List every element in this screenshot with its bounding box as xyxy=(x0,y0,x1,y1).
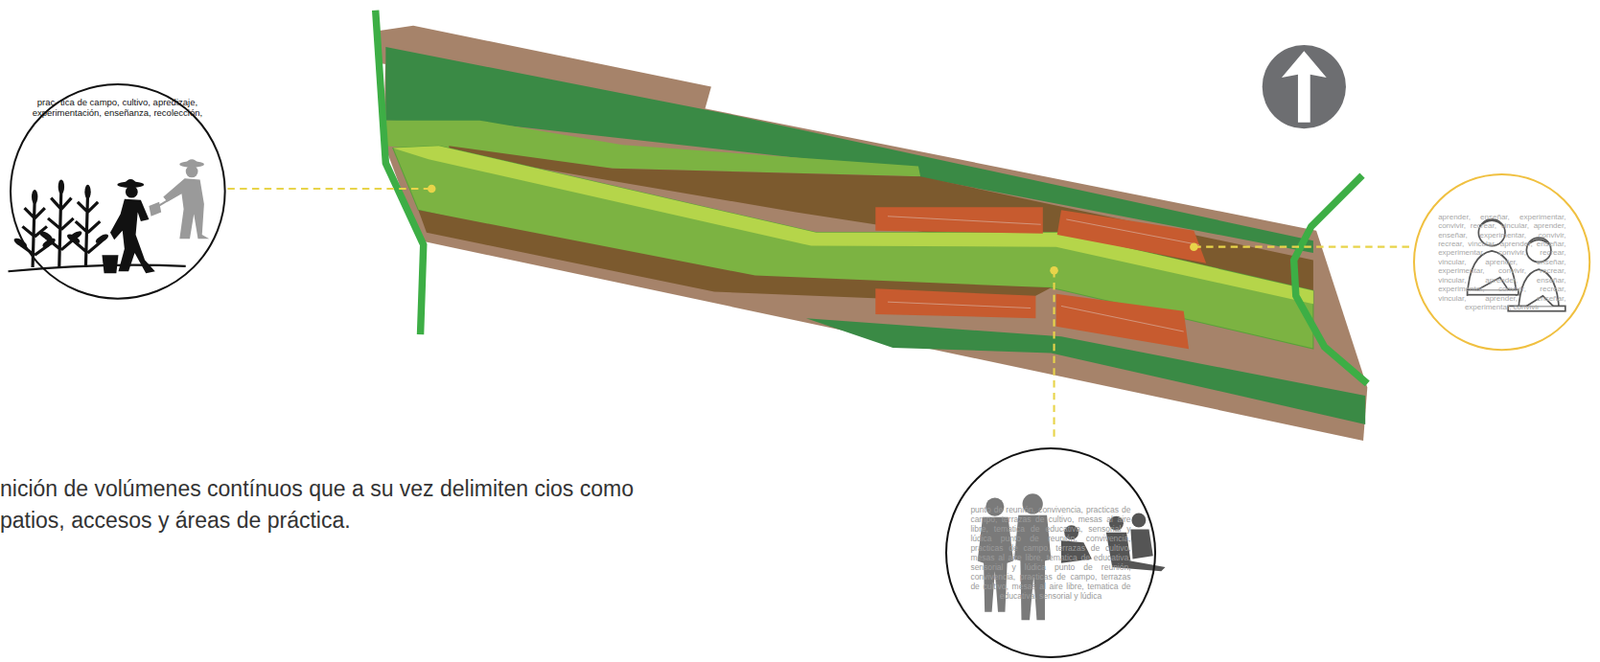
circle-text: aprender, enseñar, experimentar, convivi… xyxy=(1437,212,1566,313)
terrain xyxy=(383,45,1368,441)
north-arrow xyxy=(1262,45,1346,129)
walkway-edge xyxy=(393,145,1314,304)
activity-circle: aprender, enseñar, experimentar, convivi… xyxy=(1413,173,1591,351)
leader-dot xyxy=(427,185,1199,276)
circle-text: prac- tica de campo, cultivo, apredizaje… xyxy=(31,96,203,118)
circle-border xyxy=(1414,174,1590,350)
site-edge xyxy=(375,10,424,335)
contour-lines xyxy=(887,216,1200,332)
leader-line xyxy=(227,188,1411,442)
activity-circle: prac- tica de campo, cultivo, apredizaje… xyxy=(9,83,227,301)
circle-border xyxy=(946,448,1156,658)
site-edge xyxy=(1294,175,1369,384)
circle-border xyxy=(10,84,226,300)
walkway xyxy=(393,145,1314,349)
activity-circle: punto de reunión, convivencia, practicas… xyxy=(945,447,1157,659)
farmer-illustration xyxy=(8,159,210,274)
green-band xyxy=(806,318,1366,425)
caption: nición de volúmenes contínuos que a su v… xyxy=(0,473,652,537)
circle-text: punto de reunión, convivencia, practicas… xyxy=(970,505,1131,602)
terraces xyxy=(875,207,1206,349)
